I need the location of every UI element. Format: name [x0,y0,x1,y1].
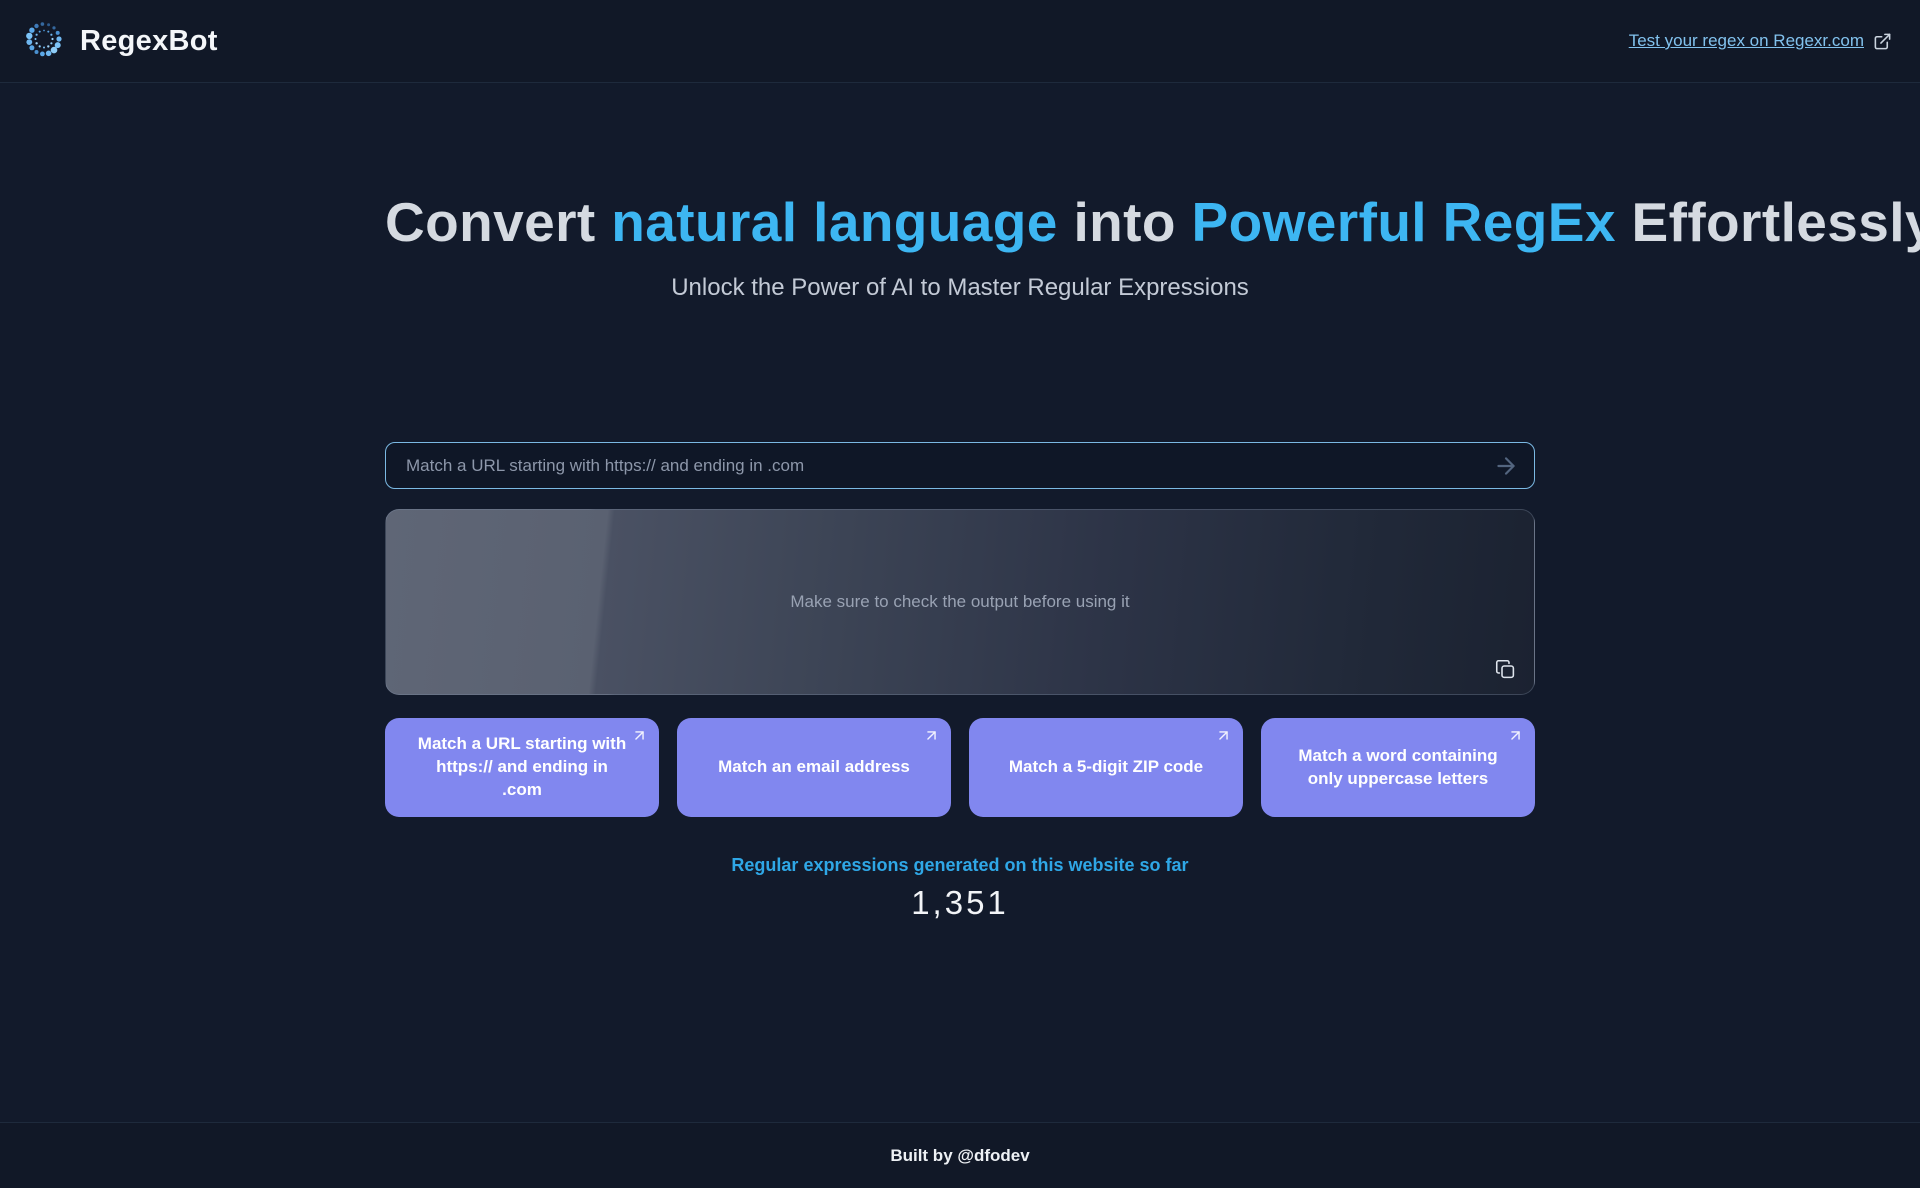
submit-button[interactable] [1489,449,1523,483]
regex-output-box: Make sure to check the output before usi… [385,509,1535,696]
main-section: Convert natural language into Powerful R… [0,191,1920,1122]
suggestion-label: Match a URL starting with https:// and e… [417,734,627,800]
external-link-icon [1873,32,1892,51]
stats-label: Regular expressions generated on this we… [731,855,1189,876]
suggestion-label: Match a 5-digit ZIP code [1008,757,1204,777]
stats-count: 1,351 [911,884,1009,922]
regexr-link[interactable]: Test your regex on Regexr.com [1629,31,1892,51]
prompt-row [385,442,1535,490]
suggestion-zip-button[interactable]: Match a 5-digit ZIP code [969,718,1243,818]
copy-button[interactable] [1490,654,1520,684]
title-part: Convert [385,191,612,253]
suggestion-label: Match an email address [718,757,910,777]
arrow-up-right-icon [923,727,940,744]
title-highlight-powerful-regex: Powerful RegEx [1191,191,1616,253]
output-hint: Make sure to check the output before usi… [790,592,1130,612]
page-subtitle: Unlock the Power of AI to Master Regular… [671,274,1249,302]
copy-icon [1495,659,1516,680]
arrow-up-right-icon [1507,727,1524,744]
brand-title: RegexBot [80,24,218,57]
arrow-up-right-icon [631,727,648,744]
prompt-input[interactable] [385,442,1535,490]
arrow-up-right-icon [1215,727,1232,744]
arrow-right-icon [1493,453,1519,479]
page-title: Convert natural language into Powerful R… [385,191,1920,254]
suggestion-label: Match a word containing only uppercase l… [1298,745,1498,788]
brand: RegexBot [22,17,218,66]
title-part: Effortlessly [1615,191,1920,253]
footer-credit: Built by @dfodev [890,1145,1030,1165]
suggestion-uppercase-button[interactable]: Match a word containing only uppercase l… [1261,718,1535,818]
suggestion-email-button[interactable]: Match an email address [677,718,951,818]
stats-section: Regular expressions generated on this we… [385,855,1535,922]
header: RegexBot Test your regex on Regexr.com [0,0,1920,83]
regexr-link-label: Test your regex on Regexr.com [1628,31,1864,50]
suggestion-buttons: Match a URL starting with https:// and e… [385,718,1535,818]
title-part: into [1057,191,1192,253]
footer: Built by @dfodev [0,1122,1920,1188]
title-highlight-natural-language: natural language [611,191,1058,253]
suggestion-url-button[interactable]: Match a URL starting with https:// and e… [385,718,659,818]
regexbot-logo-icon [22,17,66,66]
